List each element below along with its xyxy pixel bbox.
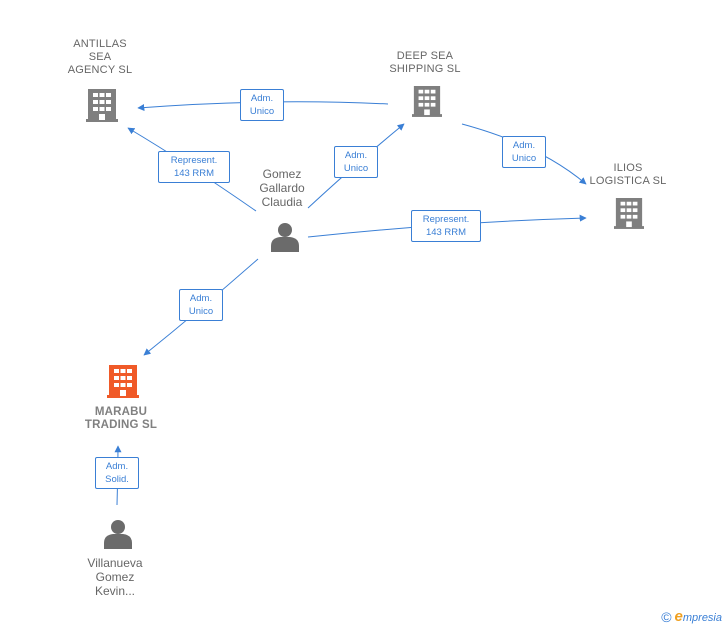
- person-icon: [104, 520, 132, 549]
- brand-name: mpresia: [682, 612, 722, 624]
- building-icon: [614, 198, 644, 229]
- node-label-ilios[interactable]: ILIOS LOGISTICA SL: [589, 162, 667, 187]
- edge-label-gomez-deepsea: Adm.Unico: [334, 146, 378, 178]
- empresia-logo: © empresia: [661, 608, 722, 626]
- building-icon: [107, 365, 139, 398]
- edge-label-gomez-marabu: Adm.Unico: [179, 289, 223, 321]
- edge-label-gomez-antillas: Represent.143 RRM: [158, 151, 230, 183]
- building-icon: [412, 86, 442, 117]
- node-label-villanueva[interactable]: Villanueva Gomez Kevin...: [87, 556, 143, 598]
- edge-label-deepsea-ilios: Adm.Unico: [502, 136, 546, 168]
- person-icon: [271, 223, 299, 252]
- building-icon: [86, 89, 118, 122]
- node-label-deepsea[interactable]: DEEP SEA SHIPPING SL: [389, 50, 461, 75]
- node-label-gomez[interactable]: Gomez Gallardo Claudia: [259, 167, 305, 209]
- edge-label-gomez-ilios: Represent.143 RRM: [411, 210, 481, 242]
- node-label-marabu[interactable]: MARABU TRADING SL: [84, 406, 158, 431]
- node-label-antillas[interactable]: ANTILLAS SEA AGENCY SL: [67, 38, 133, 76]
- brand-initial: e: [674, 608, 683, 625]
- edge-label-deepsea-antillas: Adm.Unico: [240, 89, 284, 121]
- copyright-symbol: ©: [661, 609, 672, 625]
- edge-label-villanueva-marabu: Adm.Solid.: [95, 457, 139, 489]
